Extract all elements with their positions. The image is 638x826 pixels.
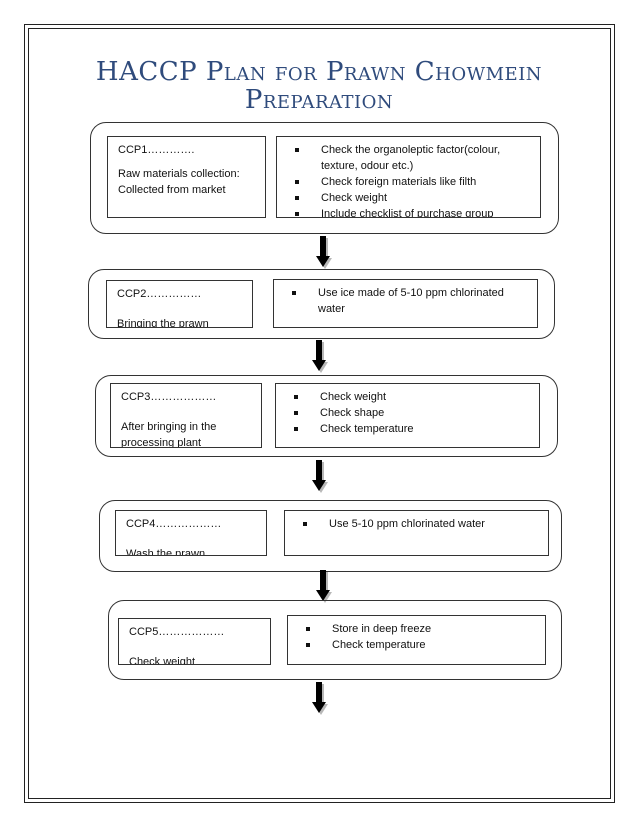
ccp-description-line: After bringing in the processing plant <box>121 421 217 448</box>
title-line-2: Preparation <box>244 85 394 115</box>
checks-list: Use ice made of 5-10 ppm chlorinated wat… <box>284 285 527 317</box>
down-arrow-icon <box>316 570 332 603</box>
ccp-label: CCP4……………… <box>126 518 222 530</box>
check-item: Check shape <box>286 405 529 421</box>
check-item: Use 5-10 ppm chlorinated water <box>295 516 538 532</box>
down-arrow-icon <box>312 340 328 373</box>
down-arrow-icon <box>312 682 328 715</box>
ccp-label: CCP1…………. <box>118 144 195 156</box>
ccp-description: Raw materials collection: Collected from … <box>118 166 255 198</box>
down-arrow-icon <box>316 236 332 269</box>
ccp-description: After bringing in the processing plant <box>121 419 251 448</box>
ccp-description: Check weight <box>129 654 260 665</box>
ccp-description-box: CCP5……………… Check weight <box>118 618 271 665</box>
ccp-label: CCP2…………… <box>117 288 202 300</box>
down-arrow-icon <box>312 460 328 493</box>
title-line-1: HACCP Plan for Prawn Chowmein <box>95 57 543 87</box>
check-item: Check weight <box>287 190 530 206</box>
ccp-step <box>99 500 562 572</box>
ccp-description-box: CCP3……………… After bringing in the processi… <box>110 383 262 448</box>
check-item: Check weight <box>286 389 529 405</box>
ccp-description-line: Wash the prawn thoroughly <box>126 548 206 556</box>
ccp-step <box>95 375 558 457</box>
ccp-description-box: CCP2…………… Bringing the prawn <box>106 280 253 328</box>
ccp-checks-box: Check the organoleptic factor(colour, te… <box>276 136 541 218</box>
check-item: Check temperature <box>298 637 535 653</box>
ccp-checks-box: Use 5-10 ppm chlorinated water <box>284 510 549 556</box>
ccp-description-line: Collected from market <box>118 184 226 196</box>
ccp-label: CCP3……………… <box>121 391 217 403</box>
checks-list: Check the organoleptic factor(colour, te… <box>287 142 530 217</box>
check-item: Check temperature <box>286 421 529 437</box>
checks-list: Use 5-10 ppm chlorinated water <box>295 516 538 532</box>
ccp-description: Wash the prawn thoroughly <box>126 546 256 556</box>
ccp-description-box: CCP1…………. Raw materials collection: Collec… <box>107 136 266 218</box>
ccp-description-line: Check weight <box>129 656 196 665</box>
ccp-description-line: Bringing the prawn <box>117 318 209 328</box>
check-item: Store in deep freeze <box>298 621 535 637</box>
ccp-step <box>90 122 559 234</box>
page-border-outer <box>24 24 615 803</box>
ccp-description-box: CCP4……………… Wash the prawn thoroughly <box>115 510 267 556</box>
ccp-label: CCP5……………… <box>129 626 225 638</box>
ccp-description-line: Raw materials collection: <box>118 168 240 180</box>
page-border-inner <box>28 28 611 799</box>
check-item: Check the organoleptic factor(colour, te… <box>287 142 530 174</box>
check-item: Include checklist of purchase group <box>287 206 530 217</box>
ccp-description: Bringing the prawn <box>117 316 242 328</box>
check-item: Check foreign materials like filth <box>287 174 530 190</box>
ccp-checks-box: Use ice made of 5-10 ppm chlorinated wat… <box>273 279 538 328</box>
ccp-step <box>88 269 555 339</box>
check-item: Use ice made of 5-10 ppm chlorinated wat… <box>284 285 527 317</box>
ccp-step <box>108 600 562 680</box>
